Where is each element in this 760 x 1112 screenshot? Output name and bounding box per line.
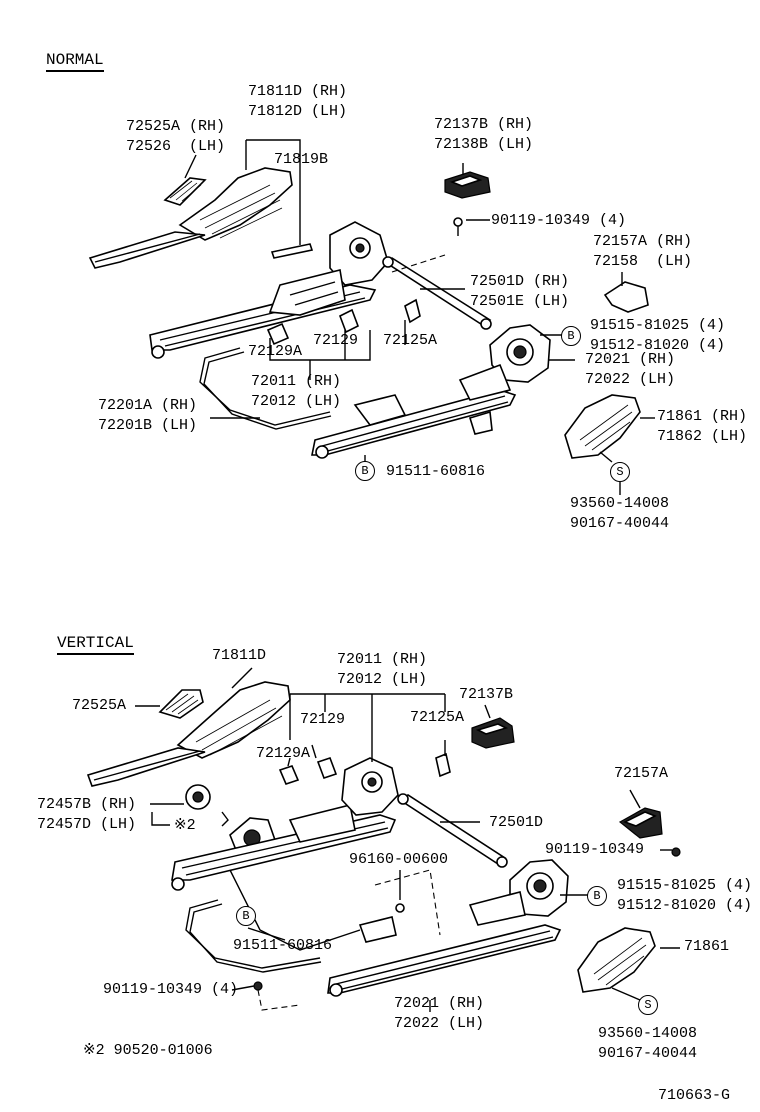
mark-b-3: B xyxy=(587,886,607,906)
clip-c-part xyxy=(404,298,421,324)
clip-a-part-v xyxy=(278,765,300,785)
lower-track-inner-part-v xyxy=(327,924,562,994)
outer-rail-left-part-v xyxy=(86,747,206,787)
trim-strip-part xyxy=(270,243,314,259)
clip-b-part-v xyxy=(316,756,338,780)
recliner-shield-part-v xyxy=(577,927,656,993)
label-clip-b: 72129 xyxy=(313,332,359,349)
clip-a-part xyxy=(266,322,290,346)
label-track-cover-v: 72525A xyxy=(72,697,127,714)
label-screw-v: 90119-10349 xyxy=(545,841,645,858)
clip-c-part-v xyxy=(435,752,451,778)
label-screws-s: 93560-14008 90167-40044 xyxy=(570,495,670,532)
label-screws-s-v: 93560-14008 90167-40044 xyxy=(598,1025,698,1062)
track-cover-left-part xyxy=(163,177,207,206)
screw-icon xyxy=(453,217,463,227)
section-title-vertical: VERTICAL xyxy=(57,634,134,655)
label-shield: 71861 (RH) 71862 (LH) xyxy=(657,408,748,445)
label-wire: 72201A (RH) 72201B (LH) xyxy=(98,397,198,434)
label-bracket: 72157A (RH) 72158 (LH) xyxy=(593,233,693,270)
label-bolts: 91515-81025 (4) 91512-81020 (4) xyxy=(590,317,726,354)
clip-b-part xyxy=(338,308,360,334)
mark-b-2: B xyxy=(355,461,375,481)
label-adjuster: 72021 (RH) 72022 (LH) xyxy=(585,351,676,388)
label-trim-strip: 71819B xyxy=(274,151,329,168)
label-upper-cover: 72137B (RH) 72138B (LH) xyxy=(434,116,534,153)
label-clip-a-v: 72129A xyxy=(256,745,311,762)
normal-seat-track-assembly xyxy=(88,139,655,495)
label-shaft: 72501D (RH) 72501E (LH) xyxy=(470,273,570,310)
bracket-part xyxy=(603,281,649,313)
seat-back-trim-part xyxy=(178,167,293,241)
mark-s-1: S xyxy=(610,462,630,482)
label-screw: 90119-10349 (4) xyxy=(491,212,627,229)
label-shield-v: 71861 xyxy=(684,938,730,955)
label-screw-b-v: 90119-10349 (4) xyxy=(103,981,239,998)
label-bolt-b2-v: 91511-60816 xyxy=(233,937,333,954)
label-bracket-v: 72157A xyxy=(614,765,669,782)
label-adjuster-v: 72021 (RH) 72022 (LH) xyxy=(394,995,485,1032)
label-clip-c: 72125A xyxy=(383,332,438,349)
mark-b-4: B xyxy=(236,906,256,926)
label-back-trim-v: 71811D xyxy=(212,647,267,664)
label-clip-b-v: 72129 xyxy=(300,711,346,728)
label-knob: 72457B (RH) 72457D (LH) xyxy=(37,796,137,833)
label-track-inner: 72011 (RH) 72012 (LH) xyxy=(251,373,342,410)
footnote: ※2 90520-01006 xyxy=(83,1042,213,1059)
mark-s-2: S xyxy=(638,995,658,1015)
label-upper-cover-v: 72137B xyxy=(459,686,514,703)
mark-b-1: B xyxy=(561,326,581,346)
side-cover-upper-part-v xyxy=(471,717,515,749)
label-clip-c-v: 72125A xyxy=(410,709,465,726)
label-bolt-b2: 91511-60816 xyxy=(386,463,486,480)
label-track-cover: 72525A (RH) 72526 (LH) xyxy=(126,118,226,155)
label-back-trim: 71811D (RH) 71812D (LH) xyxy=(248,83,348,120)
label-track-inner-v: 72011 (RH) 72012 (LH) xyxy=(337,651,428,688)
label-bolts-v: 91515-81025 (4) 91512-81020 (4) xyxy=(617,877,753,914)
label-bolt-mid: 96160-00600 xyxy=(349,851,449,868)
recliner-shield-part xyxy=(564,394,641,459)
label-shaft-v: 72501D xyxy=(489,814,544,831)
diagram-code: 710663-G xyxy=(658,1087,731,1104)
section-title-normal: NORMAL xyxy=(46,51,104,72)
label-clip-a: 72129A xyxy=(248,343,303,360)
label-note-ref: ※2 xyxy=(174,817,196,834)
track-cover-left-part-v xyxy=(158,689,204,719)
vertical-seat-track-assembly xyxy=(86,667,681,1012)
